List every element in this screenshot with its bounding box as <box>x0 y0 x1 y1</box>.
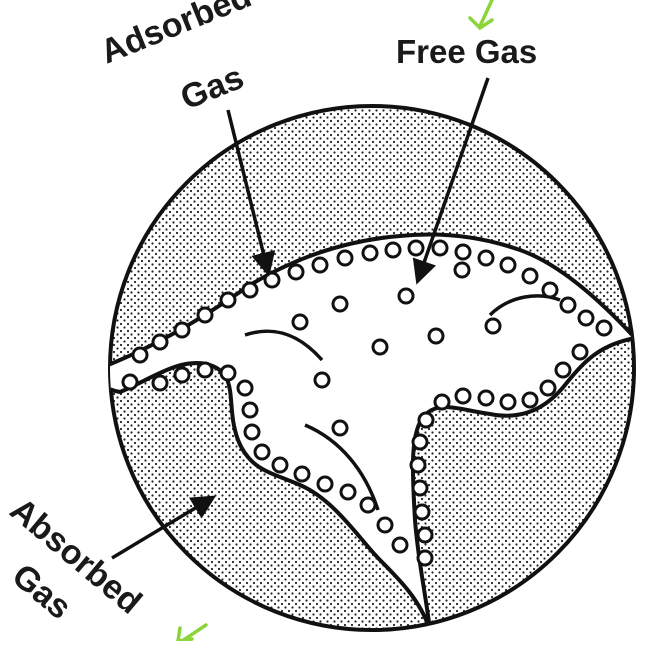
free-gas-label: Free Gas <box>396 35 537 68</box>
accent-arrow-bottom <box>178 625 206 641</box>
accent-arrow-top <box>470 0 492 28</box>
